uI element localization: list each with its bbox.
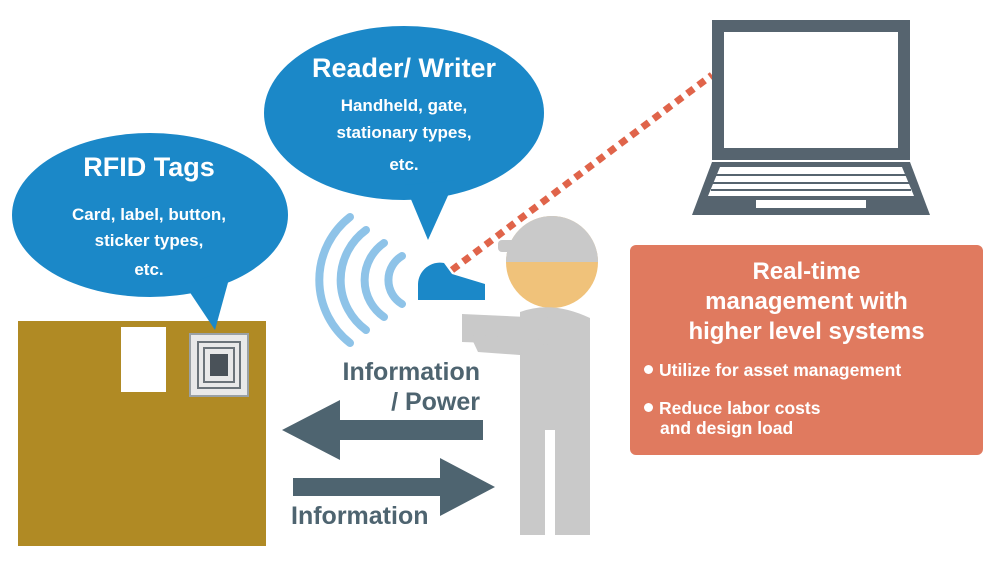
- bullet-dot-icon: [644, 402, 653, 412]
- panel-title-2: management with: [705, 288, 908, 315]
- rfid-line-2: sticker types,: [94, 231, 204, 250]
- panel-title-3: higher level systems: [688, 318, 925, 345]
- management-panel: [630, 245, 983, 455]
- panel-bullet-1-text: Utilize for asset management: [659, 360, 902, 380]
- reader-line-1: Handheld, gate,: [340, 96, 468, 115]
- rfid-speech-bubble: [12, 133, 288, 330]
- reader-speech-bubble: [264, 26, 544, 240]
- panel-bullet-1: Utilize for asset management: [644, 360, 901, 381]
- rfid-line-1: Card, label, button,: [72, 205, 226, 224]
- connection-link: [449, 72, 715, 273]
- rfid-tag-icon: [189, 333, 249, 397]
- signal-waves-icon: [315, 213, 406, 347]
- bullet-dot-icon: [644, 364, 653, 374]
- rfid-title: RFID Tags: [83, 152, 215, 182]
- arrow-right: [293, 458, 495, 516]
- arrow-top-label-2: / Power: [391, 388, 480, 416]
- reader-device-icon: [418, 262, 485, 300]
- reader-line-3: etc.: [389, 155, 419, 174]
- panel-bullet-2: Reduce labor costs: [644, 398, 820, 419]
- reader-line-2: stationary types,: [336, 123, 472, 142]
- arrow-top-label-1: Information: [342, 358, 481, 386]
- panel-bullet-2-cont: and design load: [660, 418, 794, 438]
- panel-bullet-2-text: Reduce labor costs: [659, 398, 821, 418]
- person-icon: [462, 216, 598, 535]
- rfid-line-3: etc.: [134, 260, 164, 279]
- laptop-icon: [692, 20, 930, 215]
- panel-title-1: Real-time: [752, 258, 861, 285]
- reader-title: Reader/ Writer: [311, 53, 497, 83]
- arrow-bottom-label: Information: [291, 502, 429, 530]
- arrow-left: [282, 400, 483, 460]
